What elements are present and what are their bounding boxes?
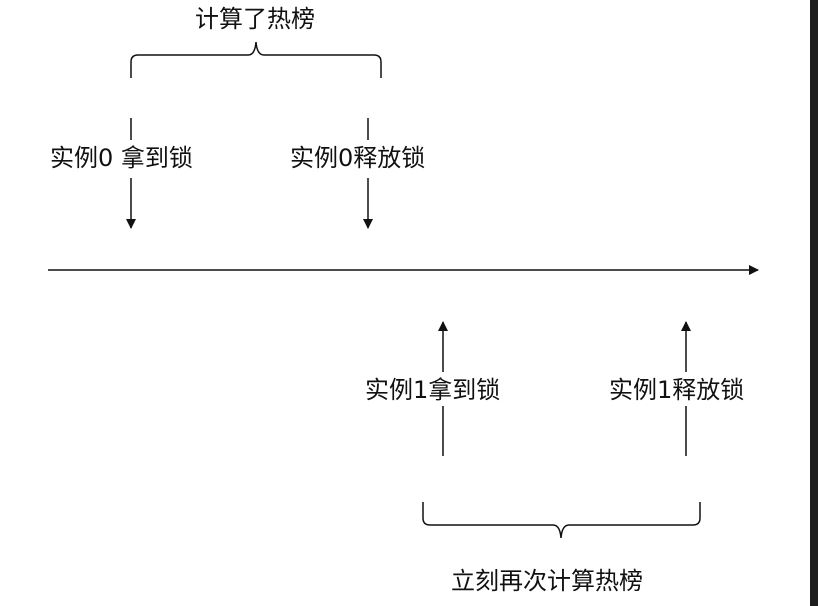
right-edge-bar xyxy=(810,0,818,606)
top-brace-label: 计算了热榜 xyxy=(195,5,315,33)
instance0-acquire-label: 实例0 拿到锁 xyxy=(50,144,193,172)
bottom-brace-label: 立刻再次计算热榜 xyxy=(451,567,643,595)
instance1-release-label: 实例1释放锁 xyxy=(609,376,745,404)
instance0-release-label: 实例0释放锁 xyxy=(290,144,426,172)
bottom-brace xyxy=(422,502,701,539)
instance1-acquire-label: 实例1拿到锁 xyxy=(365,376,501,404)
top-brace xyxy=(130,41,382,78)
